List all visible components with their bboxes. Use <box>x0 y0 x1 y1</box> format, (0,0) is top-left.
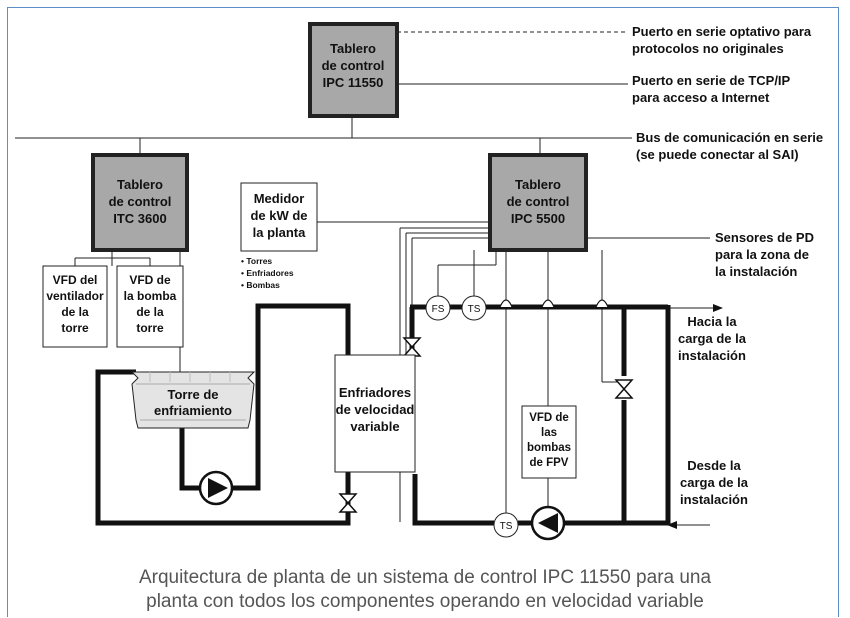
sensor-ts-supply: TS <box>461 295 487 321</box>
ipc11550-label-3: IPC 11550 <box>323 75 384 90</box>
pump-fpv-icon <box>530 505 566 541</box>
vfd-fan-label-4: torre <box>61 321 89 335</box>
controller-itc3600: Tablero de control ITC 3600 <box>91 153 189 252</box>
figure-caption: Arquitectura de planta de un sistema de … <box>139 567 712 612</box>
pd-line-2: para la zona de <box>715 247 809 262</box>
vfd-fan-label-1: VFD del <box>53 273 98 287</box>
annotation-bus: Bus de comunicación en serie (se puede c… <box>636 130 823 162</box>
pump-tower-icon <box>198 470 234 506</box>
vfd-fan-label-2: ventilador <box>46 289 104 303</box>
vfd-fpv-label-3: bombas <box>527 442 571 454</box>
vfd-pump-label-4: torre <box>136 321 164 335</box>
ipc11550-label-1: Tablero <box>330 41 376 56</box>
ipc5500-label-1: Tablero <box>515 177 561 192</box>
from-load-line-2: carga de la <box>680 475 749 490</box>
vfd-fpv-label-4: de FPV <box>530 457 569 469</box>
serial-port-line-2: protocolos no originales <box>632 41 784 56</box>
annotation-tcpip: Puerto en serie de TCP/IP para acceso a … <box>632 73 791 105</box>
itc3600-label-1: Tablero <box>117 177 163 192</box>
controller-ipc11550: Tablero de control IPC 11550 <box>308 22 399 118</box>
itc3600-label-3: ITC 3600 <box>113 211 166 226</box>
controller-ipc5500: Tablero de control IPC 5500 <box>488 153 588 252</box>
vfd-tower-pump: VFD de la bomba de la torre <box>116 265 184 348</box>
pd-line-3: la instalación <box>715 264 797 279</box>
bus-line-2: (se puede conectar al SAI) <box>636 147 799 162</box>
meter-label-1: Medidor <box>254 191 305 206</box>
chillers-label-2: de velocidad <box>336 402 415 417</box>
vfd-fan-label-3: de la <box>61 305 89 319</box>
figure-frame <box>7 7 839 617</box>
chillers-label-3: variable <box>350 419 399 434</box>
ipc5500-label-2: de control <box>507 194 570 209</box>
valve-tower <box>338 493 358 513</box>
caption-line-1: Arquitectura de planta de un sistema de … <box>139 567 712 588</box>
annotation-from-load: Desde la carga de la instalación <box>680 458 749 507</box>
sensor-fs-label: FS <box>432 304 445 315</box>
meter-bullet-1: • Torres <box>241 256 272 266</box>
vfd-pump-label-2: la bomba <box>124 289 177 303</box>
meter-label-3: la planta <box>253 225 307 240</box>
meter-bullet-3: • Bombas <box>241 280 280 290</box>
annotation-pd-sensors: Sensores de PD para la zona de la instal… <box>715 230 814 279</box>
valve-bypass <box>614 379 634 399</box>
caption-line-2: planta con todos los componentes operand… <box>146 591 704 612</box>
variable-speed-chillers: Enfriadores de velocidad variable <box>334 354 416 473</box>
pd-line-1: Sensores de PD <box>715 230 814 245</box>
vfd-pump-label-3: de la <box>136 305 164 319</box>
kw-meter: Medidor de kW de la planta • Torres • En… <box>240 182 318 290</box>
ipc11550-label-2: de control <box>322 58 385 73</box>
meter-label-2: de kW de <box>250 208 307 223</box>
tcpip-line-1: Puerto en serie de TCP/IP <box>632 73 791 88</box>
tcpip-line-2: para acceso a Internet <box>632 90 770 105</box>
line-crossovers <box>499 299 609 308</box>
from-load-line-1: Desde la <box>687 458 741 473</box>
vfd-fpv-label-1: VFD de <box>529 412 569 424</box>
ipc5500-label-3: IPC 5500 <box>511 211 565 226</box>
sensor-fs: FS <box>425 295 451 321</box>
meter-bullet-2: • Enfriadores <box>241 268 294 278</box>
vfd-pump-label-1: VFD de <box>129 273 171 287</box>
sensor-ts-return-label: TS <box>500 521 513 532</box>
cooling-tower: Torre de enfriamiento <box>130 371 256 429</box>
itc3600-label-2: de control <box>109 194 172 209</box>
tower-label-2: enfriamiento <box>154 403 232 418</box>
serial-port-line-1: Puerto en serie optativo para <box>632 24 812 39</box>
vfd-tower-fan: VFD del ventilador de la torre <box>42 265 108 348</box>
annotation-serial-port: Puerto en serie optativo para protocolos… <box>632 24 812 56</box>
vfd-fpv-pumps: VFD de las bombas de FPV <box>521 405 577 479</box>
from-load-line-3: instalación <box>680 492 748 507</box>
sensor-ts-return: TS <box>493 512 519 538</box>
annotation-to-load: Hacia la carga de la instalación <box>678 314 747 363</box>
to-load-line-3: instalación <box>678 348 746 363</box>
bus-line-1: Bus de comunicación en serie <box>636 130 823 145</box>
tower-label-1: Torre de <box>167 387 218 402</box>
piping <box>95 303 671 526</box>
chillers-label-1: Enfriadores <box>339 385 411 400</box>
to-load-line-1: Hacia la <box>687 314 737 329</box>
vfd-fpv-label-2: las <box>541 427 557 439</box>
to-load-line-2: carga de la <box>678 331 747 346</box>
sensor-ts-supply-label: TS <box>468 304 481 315</box>
